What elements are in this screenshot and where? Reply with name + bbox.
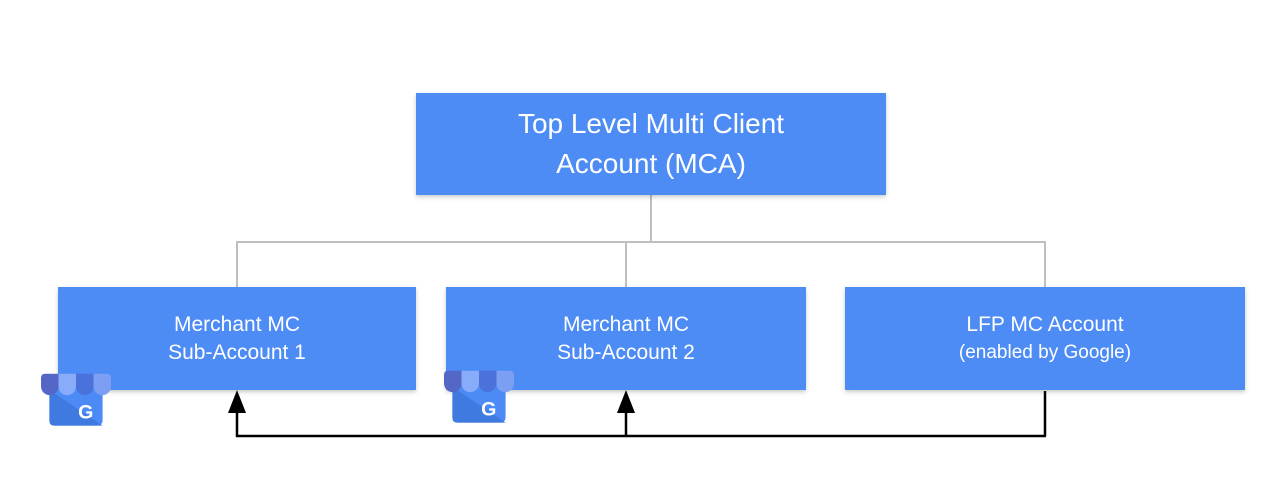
- node-label-line2: Sub-Account 2: [557, 340, 695, 364]
- arrowhead-up-icon: [617, 390, 635, 413]
- google-g-letter: G: [78, 402, 93, 424]
- google-g-letter: G: [481, 399, 496, 421]
- google-my-business-icon: G: [444, 370, 514, 423]
- node-label-line1: Merchant MC: [173, 312, 301, 336]
- feedback-path: [235, 391, 1047, 438]
- node-label-line2: Sub-Account 1: [168, 340, 306, 364]
- tree-connectors: [236, 195, 1046, 288]
- node-label-line1: Merchant MC: [562, 312, 690, 336]
- node-label-line2: Account (MCA): [556, 148, 746, 179]
- node-label-line2: (enabled by Google): [958, 341, 1132, 363]
- node-top-level-mca: Top Level Multi Client Account (MCA): [416, 93, 886, 195]
- node-lfp-mc-account: LFP MC Account (enabled by Google): [845, 287, 1245, 390]
- arrowhead-up-icon: [228, 390, 246, 413]
- node-label-line1: LFP MC Account: [966, 312, 1124, 336]
- google-my-business-icon: G: [41, 373, 111, 426]
- node-merchant-sub-account-1: Merchant MC Sub-Account 1: [58, 287, 416, 390]
- node-label-line1: Top Level Multi Client: [517, 108, 785, 139]
